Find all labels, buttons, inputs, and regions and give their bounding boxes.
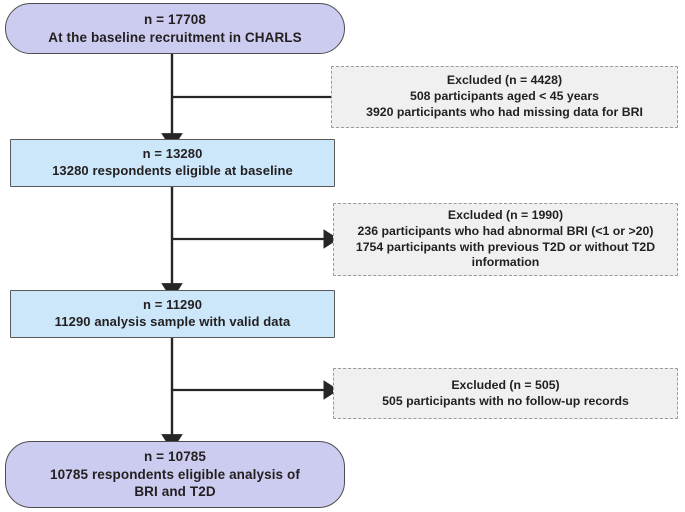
node-excluded2-line-2: 236 participants who had abnormal BRI (<… — [357, 223, 654, 238]
node-excluded1-line-2: 508 participants aged < 45 years — [410, 89, 599, 103]
node-excluded1-line-3: 3920 participants who had missing data f… — [366, 104, 643, 119]
node-excluded2: Excluded (n = 1990) 236 participants who… — [333, 203, 678, 276]
node-stage1: n = 13280 13280 respondents eligible at … — [10, 139, 335, 187]
node-excluded2-line-3: 1754 participants with previous T2D or w… — [355, 239, 656, 254]
node-excluded3-line-2: 505 participants with no follow-up recor… — [382, 393, 629, 408]
node-start: n = 17708 At the baseline recruitment in… — [5, 3, 345, 54]
node-stage1-line-1: n = 13280 — [142, 146, 203, 162]
node-excluded2-line-4: information — [471, 255, 540, 270]
node-start-line-1: n = 17708 — [143, 11, 207, 27]
node-start-line-2: At the baseline recruitment in CHARLS — [48, 29, 302, 45]
node-excluded1-line-1: Excluded (n = 4428) — [446, 73, 563, 88]
node-final-line-2: 10785 respondents eligible analysis of — [50, 466, 300, 482]
node-stage2-line-2: 11290 analysis sample with valid data — [54, 314, 291, 329]
node-excluded1: Excluded (n = 4428) 508 participants age… — [331, 66, 678, 128]
node-stage2-line-1: n = 11290 — [142, 297, 203, 313]
node-stage1-line-2: 13280 respondents eligible at baseline — [52, 163, 293, 178]
node-final-line-3: BRI and T2D — [134, 484, 216, 500]
node-excluded3-line-1: Excluded (n = 505) — [451, 377, 560, 392]
node-final-line-1: n = 10785 — [143, 449, 207, 465]
node-excluded3: Excluded (n = 505) 505 participants with… — [333, 368, 678, 419]
node-stage2: n = 11290 11290 analysis sample with val… — [10, 290, 335, 338]
node-final: n = 10785 10785 respondents eligible ana… — [5, 441, 345, 508]
node-excluded2-line-1: Excluded (n = 1990) — [447, 207, 564, 222]
